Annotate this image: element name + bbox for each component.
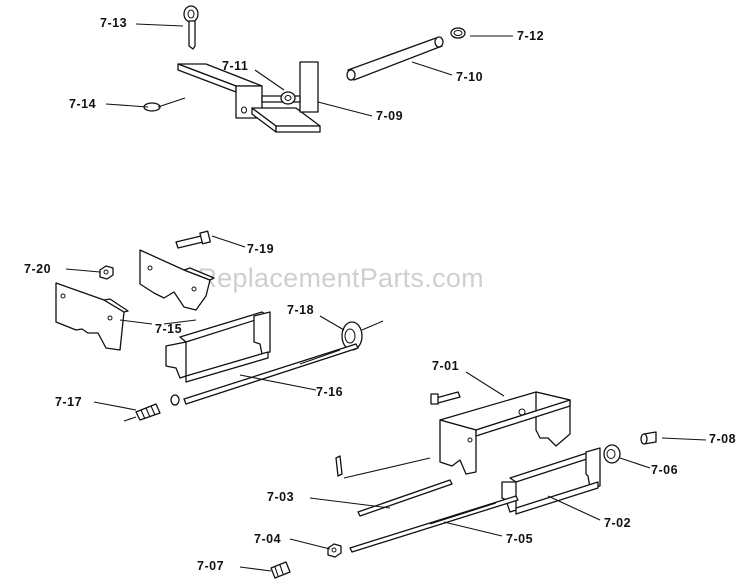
leaders-bottom: [239, 371, 707, 572]
part-7-20-nut: [99, 265, 114, 280]
label-7-05: 7-05: [506, 532, 533, 546]
leaders-top: [105, 23, 513, 117]
part-7-03-rod: [335, 455, 453, 517]
part-7-14-hairpin: [143, 97, 186, 112]
label-7-02: 7-02: [604, 516, 631, 530]
part-7-06-bushing: [603, 444, 621, 464]
label-7-17: 7-17: [55, 395, 82, 409]
label-7-11: 7-11: [222, 59, 248, 73]
label-7-18: 7-18: [287, 303, 314, 317]
label-7-15: 7-15: [155, 322, 182, 336]
label-7-09: 7-09: [376, 109, 403, 123]
part-7-01-frame: [439, 391, 571, 475]
part-7-11-spacer: [280, 91, 296, 105]
part-7-07-pin: [270, 561, 291, 579]
part-mid-bracket: [165, 311, 271, 383]
label-7-16: 7-16: [316, 385, 343, 399]
part-7-08-cap: [640, 431, 657, 445]
watermark-text: eReplacementParts.com: [182, 263, 484, 293]
label-7-06: 7-06: [651, 463, 678, 477]
label-7-20: 7-20: [24, 262, 51, 276]
label-7-08: 7-08: [709, 432, 736, 446]
part-7-10-shaft: [346, 36, 444, 81]
leaders-middle: [65, 235, 345, 411]
label-7-12: 7-12: [517, 29, 544, 43]
label-7-19: 7-19: [247, 242, 274, 256]
part-7-16-shaft: [183, 343, 359, 405]
part-7-04-nut: [327, 543, 342, 558]
label-7-14: 7-14: [69, 97, 96, 111]
part-7-18-bearing: [341, 320, 384, 351]
part-7-15-plates: [55, 249, 215, 351]
label-7-07: 7-07: [197, 559, 224, 573]
label-7-04: 7-04: [254, 532, 281, 546]
part-7-12-ring: [450, 27, 466, 39]
part-7-01-bolt: [430, 391, 461, 405]
part-7-19-bolt: [175, 230, 211, 249]
part-7-13-pin: [183, 5, 199, 50]
label-7-03: 7-03: [267, 490, 294, 504]
part-7-05-rod: [349, 495, 519, 553]
label-7-13: 7-13: [100, 16, 127, 30]
part-7-17-spring: [123, 394, 180, 422]
label-7-10: 7-10: [456, 70, 483, 84]
label-7-01: 7-01: [432, 359, 459, 373]
part-7-02-bracket: [501, 447, 601, 515]
part-7-09-hitch-bracket: [177, 61, 321, 133]
